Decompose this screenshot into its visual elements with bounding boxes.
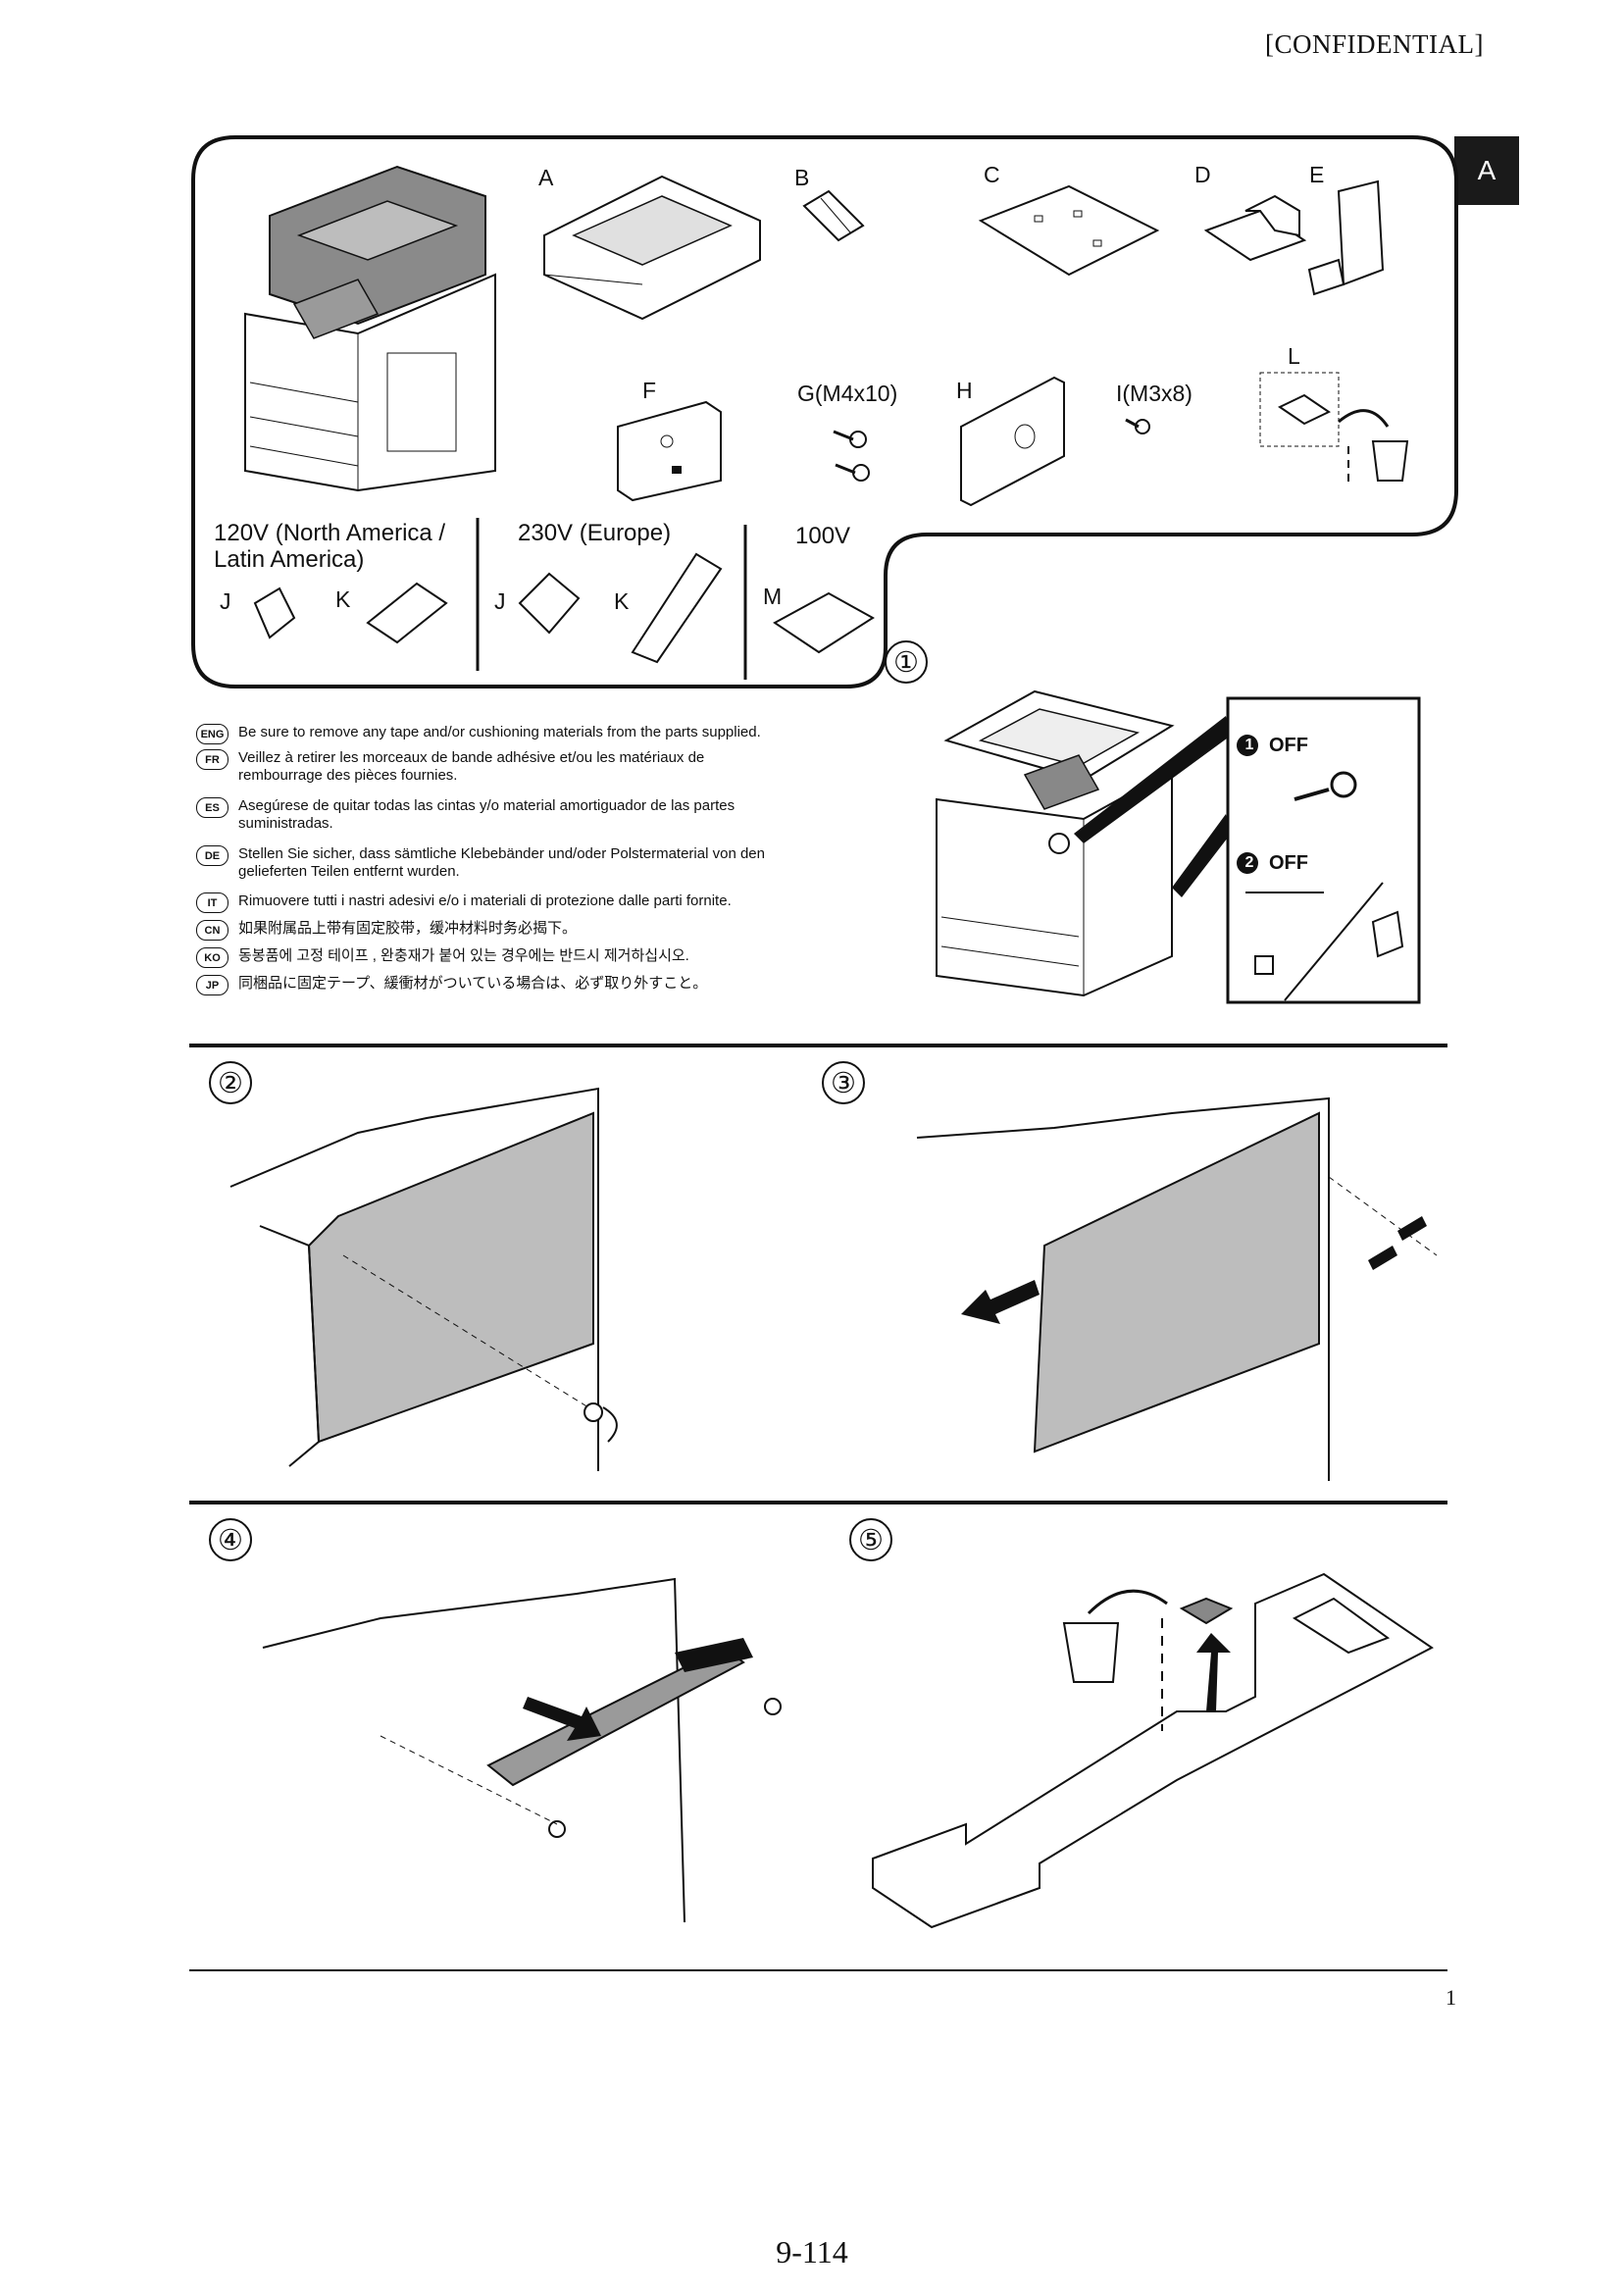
part-c-label: C (984, 162, 1000, 187)
voltage-jp: 100V (795, 523, 851, 549)
part-k-label-eu: K (614, 588, 630, 614)
voltage-na-line2: Latin America) (214, 546, 365, 573)
lang-badge-es: ES (196, 797, 228, 818)
part-a-illustration (543, 175, 761, 321)
divider-top (189, 1044, 1447, 1047)
instruction-es: ES Asegúrese de quitar todas las cintas … (196, 797, 827, 833)
part-d-label: D (1194, 162, 1211, 187)
step-3-illustration (916, 1096, 1438, 1481)
part-e-illustration (1307, 179, 1385, 296)
section-tab: A (1454, 136, 1519, 205)
step-5-number: ⑤ (849, 1518, 892, 1561)
power-off-panel (1226, 696, 1421, 1004)
divider-middle (189, 1501, 1447, 1504)
step-2-illustration (229, 1087, 618, 1471)
instruction-jp: JP 同梱品に固定テープ、緩衝材がついている場合は、必ず取り外すこと。 (196, 975, 886, 995)
lang-badge-fr: FR (196, 749, 228, 770)
part-d-illustration (1203, 194, 1307, 262)
lang-badge-it: IT (196, 892, 228, 913)
instruction-text-jp: 同梱品に固定テープ、緩衝材がついている場合は、必ず取り外すこと。 (238, 975, 708, 992)
part-l-illustration (1259, 372, 1409, 485)
part-b-label: B (794, 165, 810, 190)
power-off-label-2: OFF (1269, 852, 1308, 874)
part-i-illustration (1125, 418, 1150, 434)
part-f-label: F (642, 378, 657, 403)
step-1-copier-illustration (936, 689, 1175, 997)
part-g-label: G(M4x10) (797, 381, 898, 406)
footer-page-code: 9-114 (776, 2234, 848, 2269)
part-c-illustration (978, 184, 1160, 277)
confidential-label: [CONFIDENTIAL] (1265, 29, 1484, 59)
part-j-label-eu: J (494, 588, 506, 614)
copier-illustration (244, 165, 496, 492)
part-j-label-na: J (220, 588, 231, 614)
part-g-illustration (833, 430, 870, 482)
part-a-label: A (538, 165, 554, 190)
step-4-number: ④ (209, 1518, 252, 1561)
part-h-label: H (956, 378, 973, 403)
part-m-label: M (763, 584, 783, 609)
lang-badge-de: DE (196, 845, 228, 866)
lang-badge-jp: JP (196, 975, 228, 995)
part-j-eu-illustration (518, 572, 581, 635)
parts-panel-frame (191, 135, 1458, 688)
voltage-na-line1: 120V (North America / (214, 520, 446, 546)
step-3-number: ③ (822, 1061, 865, 1104)
part-k-na-illustration (366, 582, 448, 644)
instruction-text-eng: Be sure to remove any tape and/or cushio… (238, 724, 761, 740)
instruction-eng: ENG Be sure to remove any tape and/or cu… (196, 724, 886, 744)
callout-lines (1074, 716, 1231, 897)
instruction-it: IT Rimuovere tutti i nastri adesivi e/o … (196, 892, 886, 913)
power-step-2-number: 2 (1244, 854, 1254, 871)
voltage-eu: 230V (Europe) (518, 520, 672, 546)
divider-bottom (189, 1969, 1447, 1971)
part-e-label: E (1309, 162, 1325, 187)
part-b-illustration (802, 189, 865, 242)
page-number: 1 (1446, 1985, 1456, 2010)
part-m-illustration (773, 591, 875, 654)
instruction-text-de: Stellen Sie sicher, dass sämtliche Klebe… (238, 845, 765, 880)
instruction-text-fr: Veillez à retirer les morceaux de bande … (238, 749, 705, 784)
instruction-text-es: Asegúrese de quitar todas las cintas y/o… (238, 797, 736, 832)
part-l-label: L (1288, 343, 1300, 369)
instruction-text-ko: 동봉품에 고정 테이프 , 완충재가 붙어 있는 경우에는 반드시 제거하십시오… (238, 947, 689, 964)
lang-badge-ko: KO (196, 947, 228, 968)
lang-badge-cn: CN (196, 920, 228, 941)
part-f-illustration (617, 400, 722, 502)
step-4-illustration (262, 1577, 782, 1923)
instruction-cn: CN 如果附属品上带有固定胶带，缓冲材料时务必揭下。 (196, 920, 886, 941)
part-j-na-illustration (253, 586, 296, 639)
part-h-illustration (960, 376, 1065, 507)
step-5-illustration (872, 1572, 1434, 1929)
power-off-label-1: OFF (1269, 735, 1308, 756)
part-k-eu-illustration (631, 552, 723, 664)
instruction-fr: FR Veillez à retirer les morceaux de ban… (196, 749, 787, 785)
instruction-de: DE Stellen Sie sicher, dass sämtliche Kl… (196, 845, 837, 881)
part-k-label-na: K (335, 586, 351, 612)
step-2-number: ② (209, 1061, 252, 1104)
instruction-ko: KO 동봉품에 고정 테이프 , 완충재가 붙어 있는 경우에는 반드시 제거하… (196, 947, 886, 968)
power-step-1-number: 1 (1244, 737, 1254, 753)
step-1-number: ① (885, 640, 928, 684)
part-i-label: I(M3x8) (1116, 381, 1193, 406)
lang-badge-eng: ENG (196, 724, 228, 744)
instruction-text-it: Rimuovere tutti i nastri adesivi e/o i m… (238, 892, 732, 909)
instruction-text-cn: 如果附属品上带有固定胶带，缓冲材料时务必揭下。 (238, 920, 578, 937)
